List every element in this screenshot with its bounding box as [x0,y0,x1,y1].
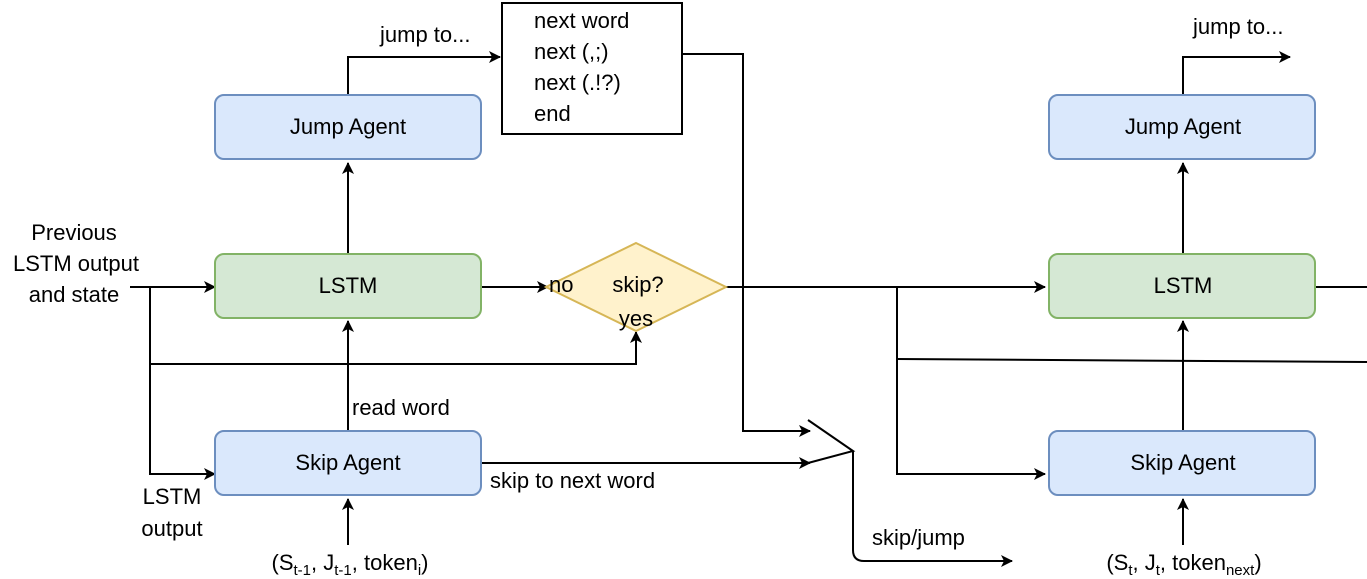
read-word-label: read word [352,395,450,420]
right-skip-agent-label: Skip Agent [1130,450,1235,475]
skip-agent-box [214,430,482,496]
line-right-state [896,358,1367,363]
prev-state-label: Previous [31,220,117,245]
merge-triangle [807,419,856,464]
jump-agent-box [214,94,482,160]
jump-options-box [501,2,683,135]
prev-state-label: and state [29,282,120,307]
jump-option: next (,;) [534,39,609,64]
jump-agent-label: Jump Agent [290,114,406,139]
jump-to-label: jump to... [379,22,470,47]
arrow-jump-options-to-merge [682,53,811,437]
right-skip-agent-box [1048,430,1316,496]
lstm-box [214,253,482,319]
arrow-state-to-decision-yes [150,331,642,365]
decision-yes-label: yes [619,306,653,331]
left-input-label: (St-1, Jt-1, tokeni) [272,550,429,579]
skip-to-next-word-label: skip to next word [490,468,655,493]
right-lstm-box [1048,253,1316,319]
line-right-branch [896,287,1046,480]
jump-option: end [534,101,571,126]
right-module: Jump Agent LSTM Skip Agent jump to... (S… [896,14,1367,579]
arrow-merge-to-output [852,451,1013,567]
right-jump-agent-box [1048,94,1316,160]
lstm-label: LSTM [319,273,378,298]
jump-option: next word [534,8,629,33]
skip-agent-label: Skip Agent [295,450,400,475]
jump-option: next (.!?) [534,70,621,95]
arrow-right-jump-out [1182,51,1291,95]
right-lstm-label: LSTM [1154,273,1213,298]
decision-diamond [543,241,729,333]
right-input-label: (St, Jt, tokennext) [1106,550,1261,579]
lstm-output-label: LSTM [143,484,202,509]
arrow-jump-agent-to-options [347,51,501,95]
skip-jump-label: skip/jump [872,525,965,550]
prev-state-label: LSTM output [13,251,139,276]
left-module: Jump Agent LSTM Skip Agent next word nex… [13,2,1046,579]
left-connectors [130,51,1046,567]
lstm-output-label: output [141,516,202,541]
decision-question: skip? [612,272,663,297]
right-connectors [896,51,1367,545]
right-jump-agent-label: Jump Agent [1125,114,1241,139]
line-prev-state-down [149,287,216,480]
decision-no-label: no [549,272,573,297]
right-jump-to-label: jump to... [1192,14,1283,39]
